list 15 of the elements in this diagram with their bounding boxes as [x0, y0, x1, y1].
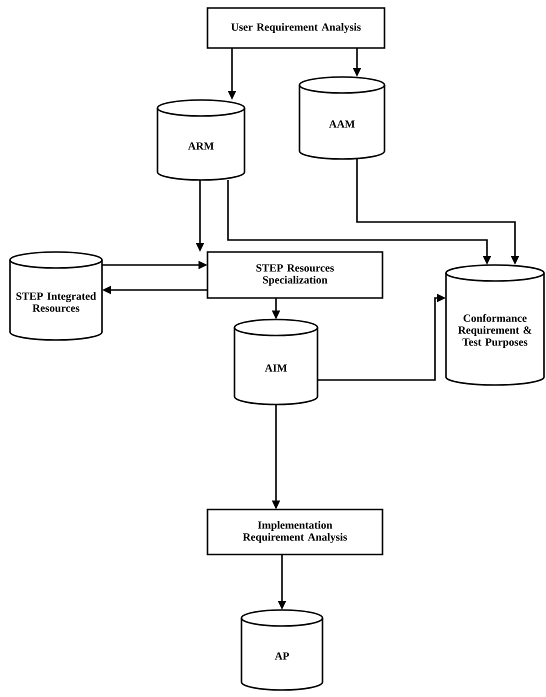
node-label: AAM [329, 120, 355, 128]
data-cylinder: STEP Integrated Resources [9, 251, 103, 341]
process-box: Implementation Requirement Analysis [206, 508, 384, 556]
data-cylinder: AP [240, 609, 324, 691]
node-label: ARM [188, 142, 214, 150]
data-cylinder: AIM [234, 318, 318, 406]
node-label: AIM [264, 364, 287, 372]
node-label: Conformance Requirement & Test Purposes [458, 314, 532, 348]
node-label: STEP Integrated Resources [16, 292, 96, 312]
process-box: STEP Resources Specialization [206, 251, 384, 299]
data-cylinder: Conformance Requirement & Test Purposes [445, 264, 545, 386]
process-box: User Requirement Analysis [206, 7, 386, 49]
data-cylinder: ARM [156, 99, 246, 181]
node-label: AP [274, 652, 289, 660]
data-cylinder: AAM [298, 76, 386, 160]
